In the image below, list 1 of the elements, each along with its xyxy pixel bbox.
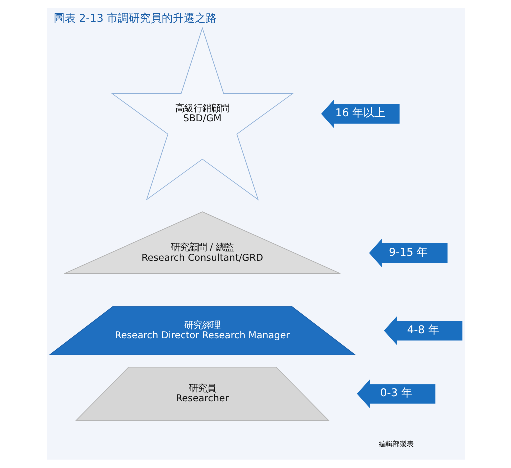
diagram-title: 圖表 2-13 市調研究員的升遷之路 [53,12,217,26]
